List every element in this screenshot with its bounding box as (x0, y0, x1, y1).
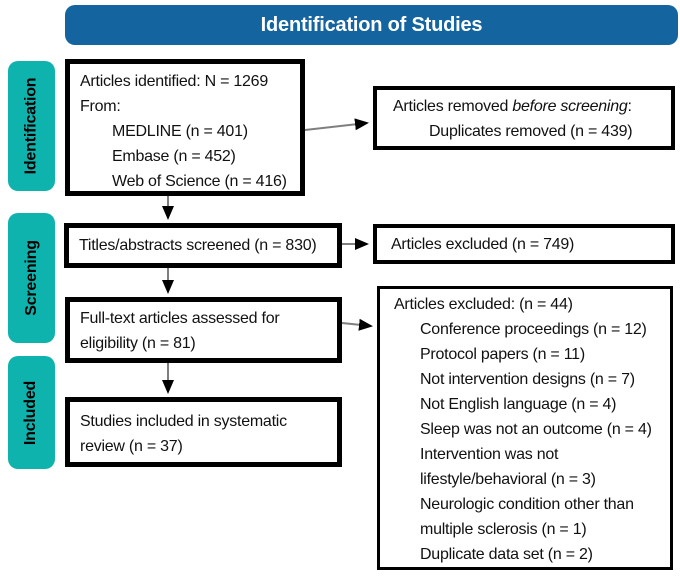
arrow-identified-to-removed (304, 118, 369, 131)
identified-from-label: From: (80, 98, 121, 115)
excluded-fulltext-title: Articles excluded: (n = 44) (394, 296, 573, 313)
excluded-screening-text: Articles excluded (n = 749) (391, 235, 575, 253)
reason-conference: Conference proceedings (n = 12) (420, 321, 647, 338)
box-studies-included: Studies included in systematic review (n… (65, 397, 342, 467)
fulltext-line-1: Full-text articles assessed for (80, 310, 280, 327)
reason-neurologic-1: Neurologic condition other than (420, 496, 634, 513)
box-articles-excluded-screening: Articles excluded (n = 749) (373, 224, 675, 264)
included-line-1: Studies included in systematic (80, 413, 287, 430)
box-articles-identified: Articles identified: N = 1269 From: MEDL… (65, 59, 305, 196)
reason-sleep-not-outcome: Sleep was not an outcome (n = 4) (420, 421, 652, 438)
box-titles-screened: Titles/abstracts screened (n = 830) (64, 223, 342, 268)
removed-heading-italic: before screening (512, 98, 628, 115)
source-embase: Embase (n = 452) (112, 148, 236, 165)
source-web-of-science: Web of Science (n = 416) (112, 173, 287, 190)
identified-total: Articles identified: N = 1269 (80, 73, 268, 90)
included-line-2: review (n = 37) (80, 438, 183, 455)
reason-neurologic-2: multiple sclerosis (n = 1) (420, 521, 587, 538)
fulltext-line-2: eligibility (n = 81) (80, 335, 196, 352)
stage-identification: Identification (8, 61, 55, 191)
reason-not-lifestyle-2: lifestyle/behavioral (n = 3) (420, 471, 596, 488)
box-articles-excluded-fulltext: Articles excluded: (n = 44) Conference p… (377, 286, 673, 570)
diagram-title: Identification of Studies (260, 13, 483, 36)
diagram-title-banner: Identification of Studies (65, 5, 678, 45)
screened-text: Titles/abstracts screened (n = 830) (79, 237, 317, 254)
reason-not-intervention: Not intervention designs (n = 7) (420, 371, 635, 388)
stage-identification-label: Identification (22, 77, 40, 175)
reason-not-lifestyle-1: Intervention was not (420, 446, 559, 463)
stage-screening: Screening (8, 213, 55, 343)
stage-screening-label: Screening (22, 240, 40, 316)
removed-heading: Articles removed before screening: (393, 98, 632, 115)
box-fulltext-assessed: Full-text articles assessed for eligibil… (65, 297, 342, 363)
stage-included-label: Included (22, 380, 40, 445)
source-medline: MEDLINE (n = 401) (112, 123, 248, 140)
reason-not-english: Not English language (n = 4) (420, 396, 617, 413)
box-articles-removed: Articles removed before screening: Dupli… (373, 86, 675, 150)
stage-included: Included (8, 356, 55, 469)
reason-duplicate-data: Duplicate data set (n = 2) (420, 546, 593, 563)
reason-protocol: Protocol papers (n = 11) (420, 346, 585, 363)
arrow-fulltext-to-excluded (341, 318, 373, 331)
removed-duplicates: Duplicates removed (n = 439) (429, 123, 633, 140)
